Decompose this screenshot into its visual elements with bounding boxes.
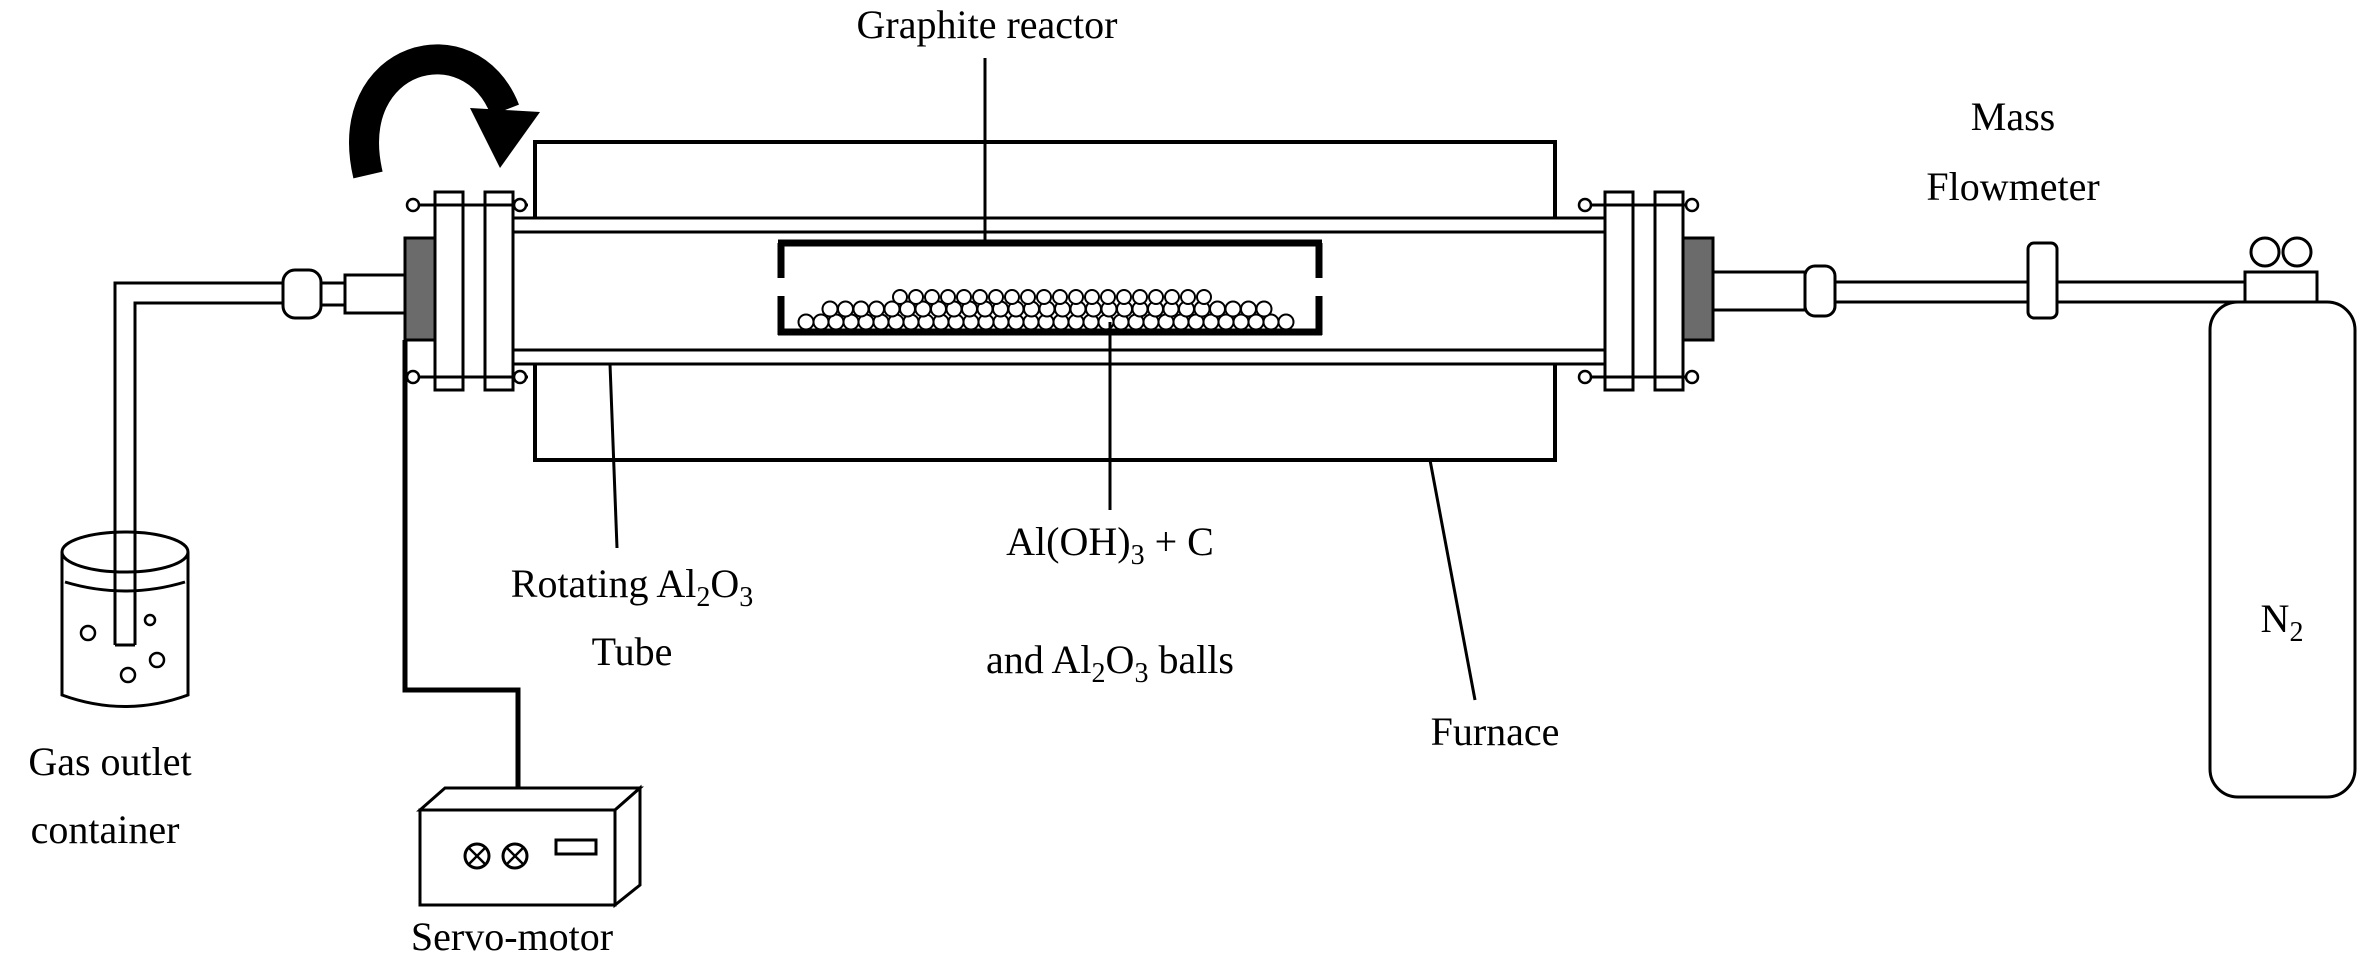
label-gas-outlet-line2: container bbox=[31, 807, 180, 852]
alumina-ball bbox=[797, 313, 815, 331]
alumina-ball bbox=[1052, 289, 1068, 305]
balls-suffix: balls bbox=[1148, 637, 1234, 682]
label-graphite-reactor: Graphite reactor bbox=[857, 2, 1118, 47]
alumina-ball bbox=[1164, 289, 1180, 305]
inlet-pipe bbox=[1711, 264, 2245, 318]
n2-subscript: 2 bbox=[2289, 617, 2303, 648]
reactants-suffix: + C bbox=[1145, 519, 1214, 564]
label-mass-flowmeter-line1: Mass bbox=[1971, 94, 2055, 139]
alumina-ball bbox=[988, 289, 1004, 305]
alumina-ball bbox=[972, 289, 988, 305]
alumina-ball bbox=[812, 313, 830, 331]
gauge-icon bbox=[2281, 236, 2313, 268]
alumina-ball bbox=[1224, 300, 1242, 318]
leader-furnace bbox=[1428, 459, 1477, 701]
tube-subscript-1: 2 bbox=[696, 582, 710, 613]
label-furnace: Furnace bbox=[1431, 709, 1560, 754]
alumina-ball bbox=[1132, 289, 1148, 305]
label-servo-motor: Servo-motor bbox=[411, 914, 613, 959]
servo-motor bbox=[416, 784, 644, 909]
alumina-ball bbox=[1277, 313, 1295, 331]
alumina-ball bbox=[1240, 300, 1257, 318]
alumina-ball bbox=[837, 300, 854, 318]
alumina-ball bbox=[940, 289, 956, 305]
alumina-ball bbox=[1180, 289, 1196, 305]
right-flange bbox=[1577, 190, 1715, 392]
alumina-ball bbox=[1148, 289, 1164, 305]
alumina-ball bbox=[1036, 289, 1052, 305]
alumina-ball bbox=[1004, 289, 1020, 305]
alumina-ball bbox=[1196, 289, 1212, 305]
tube-mid: O bbox=[710, 561, 739, 606]
label-reactants: Al(OH)3 + C bbox=[1006, 519, 1214, 571]
servo-cable bbox=[402, 340, 521, 790]
alumina-ball bbox=[1100, 289, 1116, 305]
alumina-ball bbox=[868, 300, 885, 318]
balls-prefix: and Al bbox=[986, 637, 1092, 682]
label-mass-flowmeter-line2: Flowmeter bbox=[1926, 164, 2099, 209]
n2-cylinder bbox=[2208, 236, 2357, 799]
alumina-balls bbox=[797, 289, 1295, 331]
knob-icon bbox=[501, 842, 529, 870]
alumina-ball bbox=[908, 289, 924, 305]
reactants-main: Al(OH) bbox=[1006, 519, 1130, 564]
alumina-ball bbox=[1255, 300, 1273, 318]
alumina-ball bbox=[956, 289, 972, 305]
label-alumina-balls: and Al2O3 balls bbox=[986, 637, 1234, 689]
reactants-subscript: 3 bbox=[1131, 540, 1145, 571]
label-gas-outlet-line1: Gas outlet bbox=[28, 739, 191, 784]
gauge-icon bbox=[2249, 236, 2281, 268]
leader-tube bbox=[608, 363, 619, 549]
knob-icon bbox=[463, 842, 491, 870]
left-flange bbox=[403, 190, 528, 392]
alumina-ball bbox=[892, 289, 908, 305]
label-n2: N2 bbox=[2261, 596, 2304, 648]
tube-prefix: Rotating Al bbox=[511, 561, 697, 606]
alumina-ball bbox=[1116, 289, 1132, 305]
tube-subscript-2: 3 bbox=[739, 582, 753, 613]
graphite-reactor bbox=[777, 239, 1323, 336]
alumina-ball bbox=[852, 300, 870, 318]
alumina-ball bbox=[1020, 289, 1036, 305]
balls-subscript-2: 3 bbox=[1134, 658, 1148, 689]
alumina-ball bbox=[1209, 300, 1226, 318]
alumina-ball bbox=[1084, 289, 1100, 305]
curved-arrow-icon bbox=[349, 44, 540, 179]
balls-mid: O bbox=[1106, 637, 1135, 682]
label-tube-line1: Rotating Al2O3 bbox=[511, 561, 753, 613]
alumina-ball bbox=[924, 289, 940, 305]
mass-flowmeter bbox=[2026, 241, 2059, 320]
balls-subscript-1: 2 bbox=[1092, 658, 1106, 689]
outlet-pipe bbox=[113, 268, 407, 647]
alumina-ball bbox=[821, 300, 839, 318]
label-tube-line2: Tube bbox=[592, 629, 673, 674]
n2-main: N bbox=[2261, 596, 2290, 641]
alumina-ball bbox=[1068, 289, 1084, 305]
gas-outlet-container bbox=[60, 530, 190, 708]
